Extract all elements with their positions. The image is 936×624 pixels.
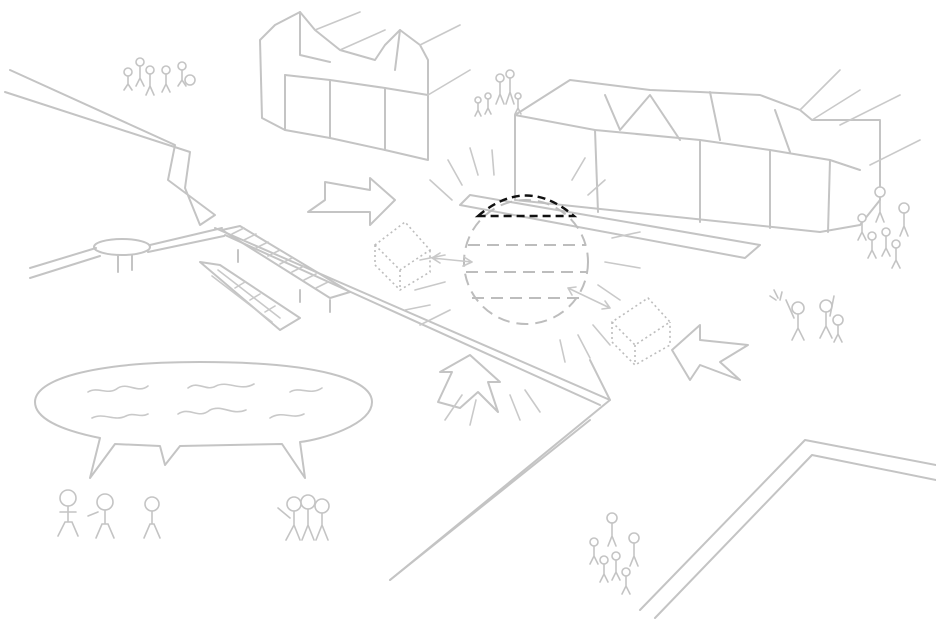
dotted-box-left	[375, 222, 430, 290]
people-group-bottom-right	[590, 513, 639, 594]
speech-bubble	[35, 362, 372, 478]
boat	[200, 262, 300, 330]
arrow-bottom	[438, 355, 540, 425]
people-group-mid-right	[770, 290, 843, 342]
arrow-right	[672, 325, 748, 380]
people-group-right	[858, 187, 909, 268]
building-left	[260, 12, 470, 160]
people-group-top-left	[124, 58, 195, 95]
canal-edge	[640, 440, 936, 618]
building-right	[515, 70, 920, 232]
people-group-top-center	[475, 70, 521, 116]
dotted-box-right	[612, 298, 670, 365]
radiating-lines	[405, 148, 640, 362]
central-sphere	[464, 196, 588, 325]
bridge	[30, 228, 224, 278]
arrows-double	[432, 253, 610, 309]
arrow-top-left	[308, 178, 395, 225]
people-group-bottom-left	[58, 490, 329, 540]
